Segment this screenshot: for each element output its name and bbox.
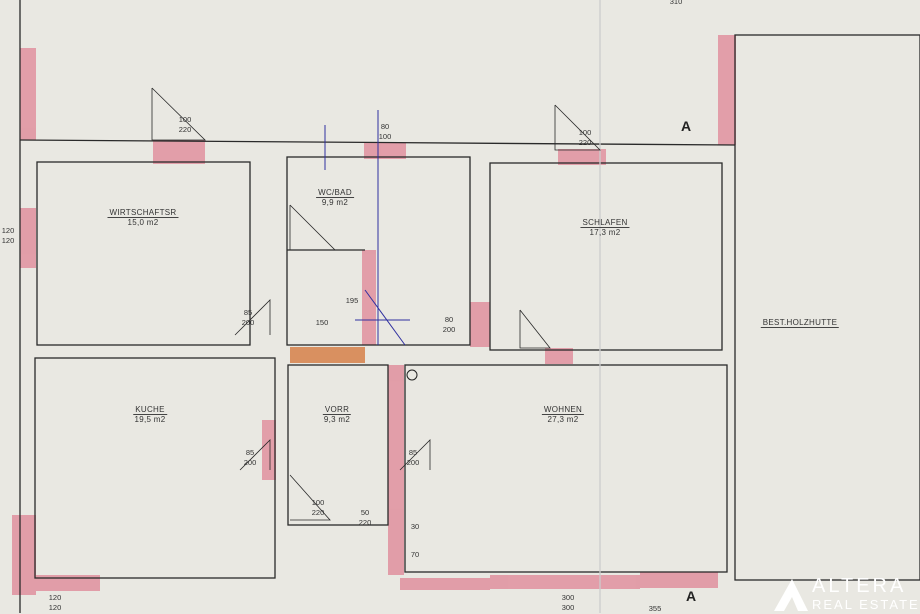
wall-highlights (12, 35, 736, 595)
dim-70: 70 (410, 550, 420, 559)
watermark-logo: ALTERA REAL ESTATE (770, 573, 920, 613)
section-marker-bottom: A (686, 588, 697, 604)
dim-30: 30 (410, 522, 420, 531)
section-marker-top: A (681, 118, 692, 134)
blue-markups (324, 110, 410, 346)
watermark-line1: ALTERA (812, 575, 907, 597)
door-swings (151, 87, 601, 521)
walls (19, 0, 920, 613)
stair (290, 347, 365, 363)
dim-195: 195 (345, 296, 359, 305)
altera-logo-icon (774, 579, 808, 611)
dim-310: 310 (669, 0, 683, 6)
dim-150: 150 (315, 318, 329, 327)
chimney (406, 369, 418, 381)
watermark-line2: REAL ESTATE (812, 597, 920, 612)
room-holzhuette: BEST.HOLZHUTTE (760, 318, 840, 328)
dim-355: 355 (648, 604, 662, 613)
